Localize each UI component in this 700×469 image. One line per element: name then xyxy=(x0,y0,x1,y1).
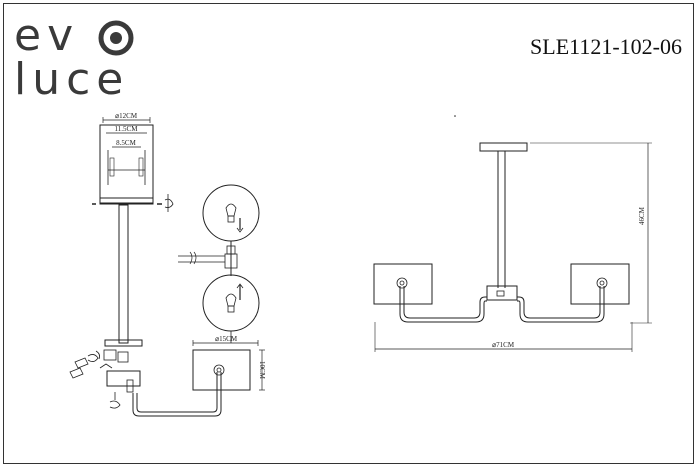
fixture-elevation xyxy=(373,115,652,352)
ceiling-mount-detail xyxy=(92,117,174,212)
lower-hub xyxy=(106,370,222,417)
dim-base-diameter: ⌀12CM xyxy=(115,112,138,120)
dim-shade-diameter: ⌀15CM xyxy=(215,335,238,343)
dim-mount-width: 11.5CM xyxy=(115,125,139,133)
dim-shade-height: 10CM xyxy=(258,361,266,380)
bulb-installation-detail xyxy=(178,184,260,343)
drawing-frame xyxy=(3,3,694,464)
shade-detail xyxy=(192,340,265,391)
brand-logo: ev luce xyxy=(14,14,144,104)
brand-logo-line1: ev xyxy=(14,10,80,61)
dim-total-width: ⌀71CM xyxy=(492,341,515,349)
model-number: SLE1121-102-06 xyxy=(530,34,682,59)
stem-rod xyxy=(104,204,143,347)
dim-total-height: 46CM xyxy=(638,206,646,225)
brand-logo-line2: luce xyxy=(14,54,130,105)
dim-screw-spacing: 8.5CM xyxy=(116,139,136,147)
brand-logo-o-mark xyxy=(98,20,134,56)
assembly-clips xyxy=(69,349,129,379)
